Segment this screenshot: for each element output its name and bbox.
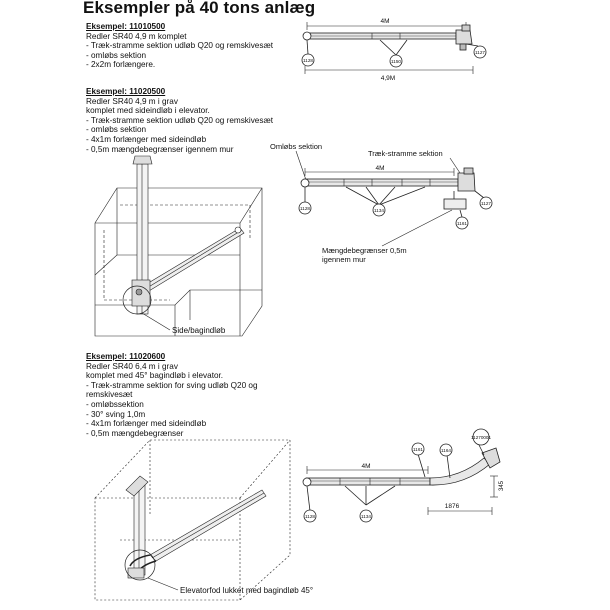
callout-1127: 1127 [481,201,491,206]
illustration-2-caption: Elevatorfod lukket med bagindløb 45° [180,586,313,595]
example-2-line: Redler SR40 4,9 m i grav [86,96,178,106]
example-3-text: Eksempel: 11020600 Redler SR40 6,4 m i g… [86,352,258,438]
callout-1127: 1127 [475,50,485,55]
example-1-text: Eksempel: 11010500 Redler SR40 4,9 m kom… [86,22,273,70]
example-1-line: - omløbs sektion [86,50,147,60]
diagram-3-dim-top: 4M [361,463,370,470]
diagram-1: 4M 1128 1150 1127 4,9M [301,18,487,82]
illustration-1-caption: Side/bagindløb [172,326,226,335]
example-3-line: - omløbssektion [86,399,144,409]
diagram-2-dim-top: 4M [375,165,384,172]
callout-1128: 1128 [303,58,313,63]
diagram-2-caption-line1: Mængdebegrænser 0,5m [322,246,407,255]
diagram-1-dim-bottom: 4,9M [381,75,395,82]
example-3-heading: Eksempel: 11020600 [86,352,166,361]
callout-11270001: 11270001 [471,435,492,440]
example-3-line: - 0,5m mængdebegrænser [86,428,184,438]
example-3-line: Redler SR40 6,4 m i grav [86,361,178,371]
example-2-text: Eksempel: 11020500 Redler SR40 4,9 m i g… [86,87,273,154]
callout-1164: 1164 [441,448,451,453]
label-traek-stramme: Træk-stramme sektion [368,149,443,158]
diagram-1-dim-top: 4M [380,18,389,25]
example-1-heading: Eksempel: 11010500 [86,22,166,31]
diagram-2-caption-line2: igennem mur [322,255,366,264]
callout-1150: 1150 [391,59,401,64]
example-3-line: - 30° sving 1,0m [86,409,146,419]
callout-1161: 1161 [413,447,423,452]
callout-1128: 1128 [305,514,315,519]
callout-1134: 1134 [374,208,384,213]
example-3-line: komplet med 45° bagindløb i elevator. [86,371,224,381]
example-1-line: - 2x2m forlængere. [86,60,156,70]
example-3-line: - Træk-stramme sektion for sving udløb Q… [86,380,258,390]
label-omlobs-sektion: Omløbs sektion [270,142,322,151]
example-2-line: - omløbs sektion [86,125,147,135]
example-2-line: - 0,5m mængdebegrænser igennem mur [86,144,234,154]
diagram-3: 4M 1161 1164 11270001 1134 1128 1876 [302,428,505,523]
illustration-2-pit-elevator [94,439,291,601]
example-3-line: - 4x1m forlænger med sideindløb [86,419,207,429]
diagram-3-dim-right: 345 [499,480,505,491]
example-3-line: remskivesæt [86,390,133,400]
illustration-1-pit-elevator [94,155,263,337]
callout-1134: 1134 [361,514,371,519]
example-2-heading: Eksempel: 11020500 [86,87,166,96]
callout-1128: 1128 [300,206,310,211]
diagram-3-dim-bottom: 1876 [445,503,460,510]
example-2-line: - 4x1m forlænger med sideindløb [86,134,207,144]
page-title: Eksempler på 40 tons anlæg [83,0,316,17]
example-1-line: Redler SR40 4,9 m komplet [86,31,187,41]
callout-1161: 1161 [457,221,467,226]
diagram-2: Omløbs sektion Træk-stramme sektion 4M [270,142,493,264]
example-2-line: komplet med sideindløb i elevator. [86,106,210,116]
example-2-line: - Træk-stramme sektion udløb Q20 og rems… [86,115,274,125]
example-1-line: - Træk-stramme sektion udløb Q20 og rems… [86,41,274,51]
